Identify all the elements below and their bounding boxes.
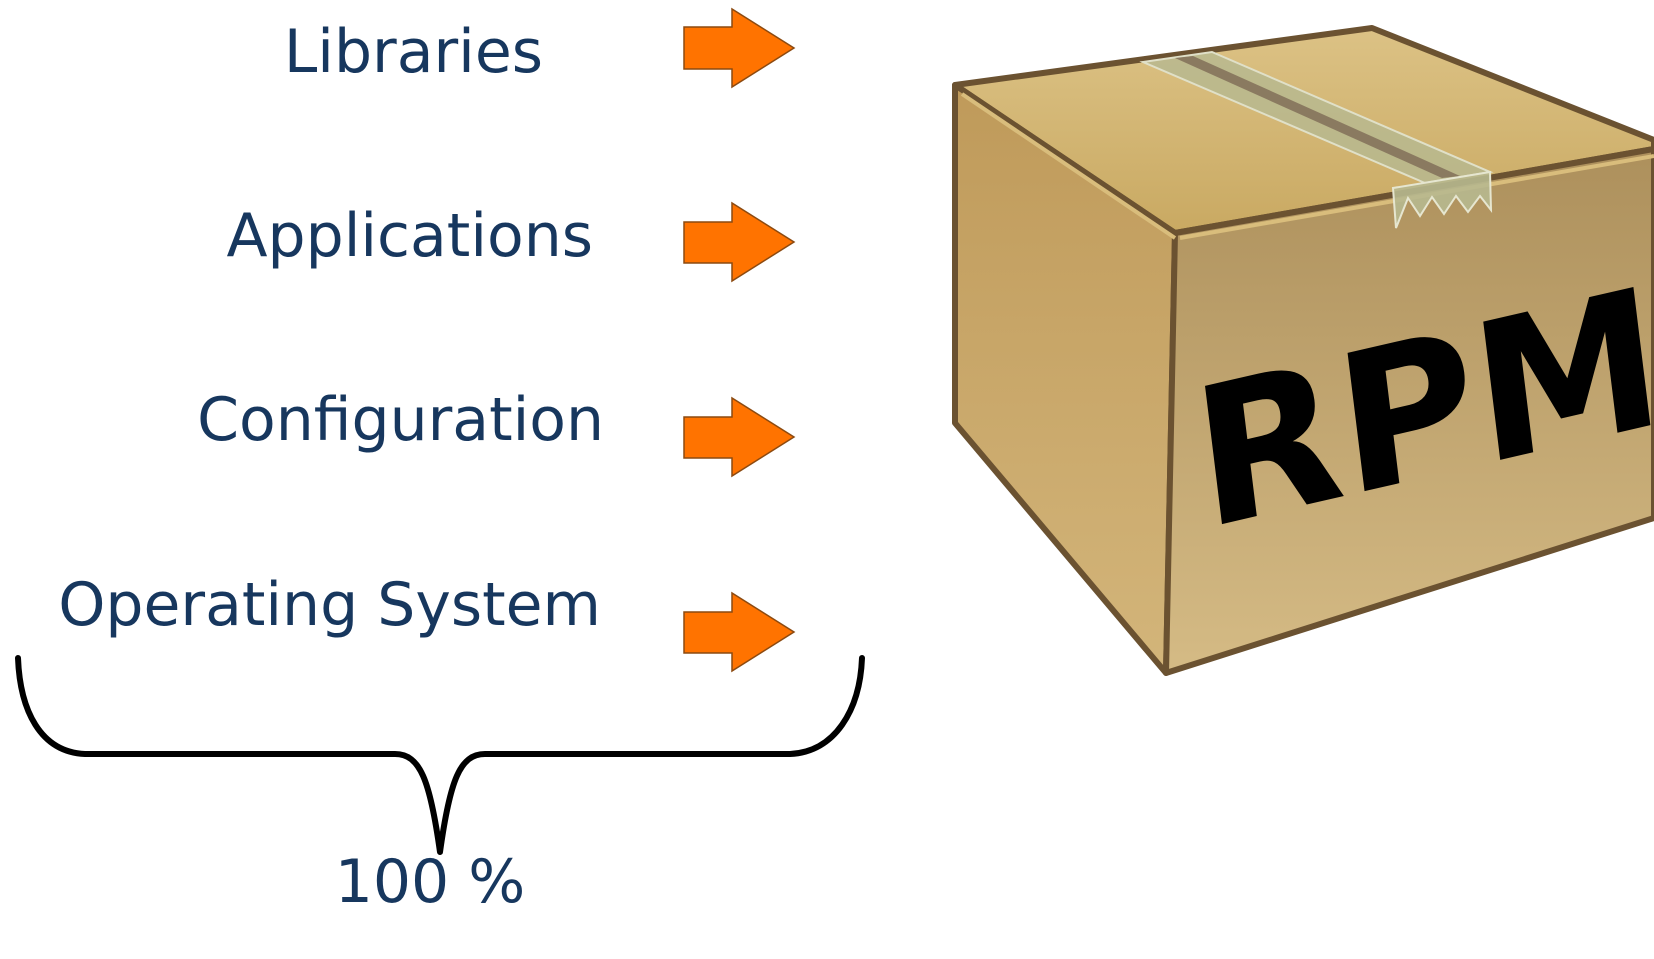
- arrow-right-icon: [683, 396, 796, 478]
- package-box-icon: RPM: [952, 25, 1654, 676]
- component-label-configuration: Configuration: [197, 385, 604, 455]
- component-label-applications: Applications: [226, 201, 593, 271]
- arrow-right-icon: [683, 201, 796, 283]
- arrow-right-icon: [683, 591, 796, 673]
- curly-brace-icon: [15, 655, 865, 855]
- arrow-right-icon: [683, 7, 796, 89]
- tape-icon: [1139, 50, 1494, 229]
- component-label-libraries: Libraries: [283, 17, 543, 87]
- total-label: 100 %: [334, 847, 526, 917]
- component-label-operating-system: Operating System: [58, 570, 601, 640]
